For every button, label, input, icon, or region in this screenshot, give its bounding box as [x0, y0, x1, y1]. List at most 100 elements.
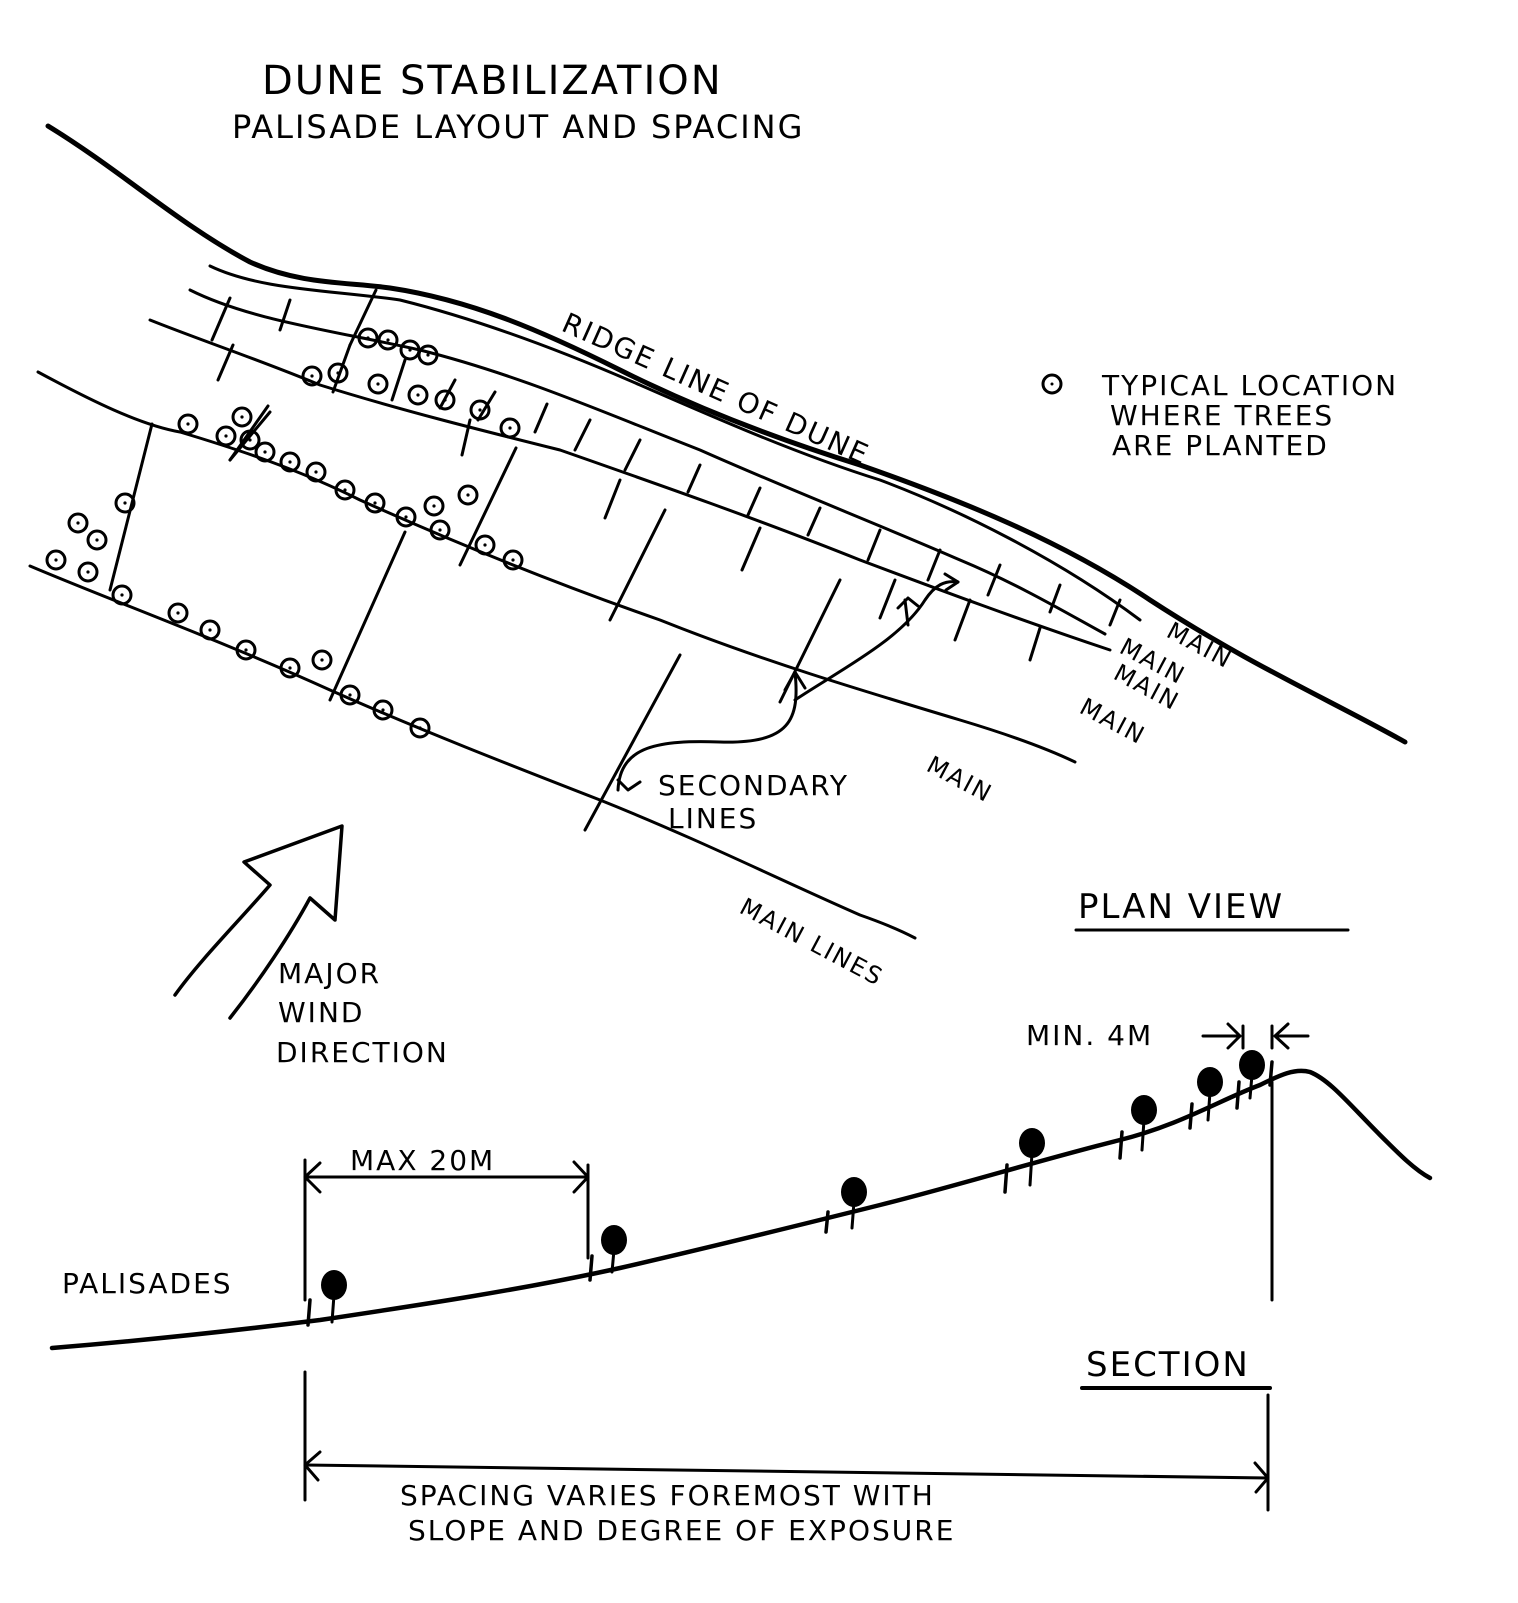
secondary-label-line-2: LINES [668, 802, 758, 835]
tree-location-icon [114, 492, 136, 514]
main-line-4 [36, 370, 1077, 764]
tree-location-dot [404, 515, 408, 519]
tree-location-icon [364, 492, 386, 514]
tree-location-icon [1041, 373, 1063, 395]
tree-location-dot [511, 558, 515, 562]
tree-location-dot [248, 438, 252, 442]
tree-location-dot [348, 693, 352, 697]
tree-location-dot [244, 648, 248, 652]
legend-line-3: ARE PLANTED [1112, 429, 1329, 462]
spacing-dim-arrowheads [303, 1450, 1270, 1494]
tree-location-icon [167, 602, 189, 624]
tree-location-dot [86, 570, 90, 574]
min-spacing-label: MIN. 4M [1026, 1019, 1153, 1052]
tree-icon [1239, 1050, 1265, 1080]
tree-location-dot [176, 611, 180, 615]
tree-location-dot [386, 338, 390, 342]
tree-location-dot [426, 353, 430, 357]
tree-location-dot [186, 422, 190, 426]
palisades-label: PALISADES [62, 1267, 233, 1300]
tree-location-icon [45, 549, 67, 571]
secondary-lines [108, 288, 1122, 832]
tree-locations [45, 327, 524, 739]
tree-location-icon [395, 506, 417, 528]
tree-location-icon [372, 699, 394, 721]
tree-location-icon [434, 389, 456, 411]
tree-location-dot [120, 593, 124, 597]
secondary-pointer-arrowhead-1 [783, 670, 807, 692]
secondary-pointer [616, 670, 798, 792]
tree-icon [1131, 1095, 1157, 1125]
tree-location-dot [432, 504, 436, 508]
wind-label-line-1: MAJOR [278, 957, 381, 990]
tree-location-icon [469, 399, 491, 421]
tree-location-dot [314, 470, 318, 474]
tree-location-icon [231, 406, 253, 428]
tree-location-dot [366, 336, 370, 340]
palisade-post [588, 1254, 594, 1282]
tree-location-icon [311, 649, 333, 671]
main-label-5: MAIN [922, 751, 997, 809]
section-view: MAX 20M PALISADES MIN. 4M SECTION SPACIN… [49, 1019, 1433, 1547]
tree-location-icon [334, 479, 356, 501]
tree-location-icon [279, 451, 301, 473]
tree-location-icon [407, 384, 429, 406]
tree-location-dot [288, 460, 292, 464]
main-label-4: MAIN [1075, 693, 1150, 751]
tree-location-dot [373, 501, 377, 505]
tree-location-icon [239, 429, 261, 451]
tree-location-icon [86, 529, 108, 551]
min-dim-arrow-right [1270, 1022, 1310, 1050]
tree-location-dot [208, 628, 212, 632]
secondary-pointer-2 [793, 580, 960, 702]
secondary-label-line-1: SECONDARY [658, 769, 849, 802]
tree-location-dot [343, 488, 347, 492]
plan-view: RIDGE LINE OF DUNE TYPICAL LOCATION WHER… [28, 123, 1408, 1069]
palisade-post [1188, 1102, 1194, 1130]
max-dim-arrowheads [303, 1160, 590, 1194]
tree-location-dot [54, 558, 58, 562]
tree-location-icon [429, 519, 451, 541]
section-heading: SECTION [1086, 1345, 1250, 1385]
palisade-post [1268, 1060, 1274, 1087]
tree-location-icon [235, 639, 257, 661]
tree-icon [841, 1177, 867, 1207]
plan-view-heading: PLAN VIEW [1078, 887, 1284, 927]
spacing-note-line-2: SLOPE AND DEGREE OF EXPOSURE [408, 1514, 955, 1547]
tree-icon [321, 1270, 347, 1300]
tree-location-dot [508, 426, 512, 430]
tree-location-dot [263, 450, 267, 454]
tree-location-dot [443, 398, 447, 402]
tree-location-dot [336, 371, 340, 375]
section-trees [306, 1050, 1274, 1327]
tree-location-dot [416, 393, 420, 397]
wind-label-line-3: DIRECTION [276, 1036, 449, 1069]
tree-location-dot [483, 543, 487, 547]
main-line-5 [28, 564, 917, 940]
palisade-post [306, 1298, 312, 1327]
tree-location-icon [305, 461, 327, 483]
legend-line-2: WHERE TREES [1110, 399, 1334, 432]
legend-line-1: TYPICAL LOCATION [1101, 369, 1398, 402]
ridge-line [45, 123, 1408, 745]
tree-location-icon [423, 495, 445, 517]
tree-location-dot [224, 434, 228, 438]
main-line-3 [148, 318, 1112, 652]
secondary-pointer-arrowhead-4 [616, 778, 642, 792]
tree-location-icon [67, 512, 89, 534]
tree-location-icon [327, 362, 349, 384]
wind-arrow-icon [173, 824, 344, 1020]
tree-location-icon [409, 717, 431, 739]
palisade-post [1235, 1080, 1241, 1110]
tree-location-icon [474, 534, 496, 556]
tree-location-dot [418, 726, 422, 730]
tree-trunk [1028, 1151, 1034, 1187]
tree-location-icon [77, 561, 99, 583]
tree-location-icon [279, 657, 301, 679]
palisade-post [1118, 1130, 1124, 1160]
tree-location-icon [111, 584, 133, 606]
min-dim-arrow-left [1201, 1022, 1245, 1050]
tree-location-icon [357, 327, 379, 349]
tree-location-icon [377, 329, 399, 351]
